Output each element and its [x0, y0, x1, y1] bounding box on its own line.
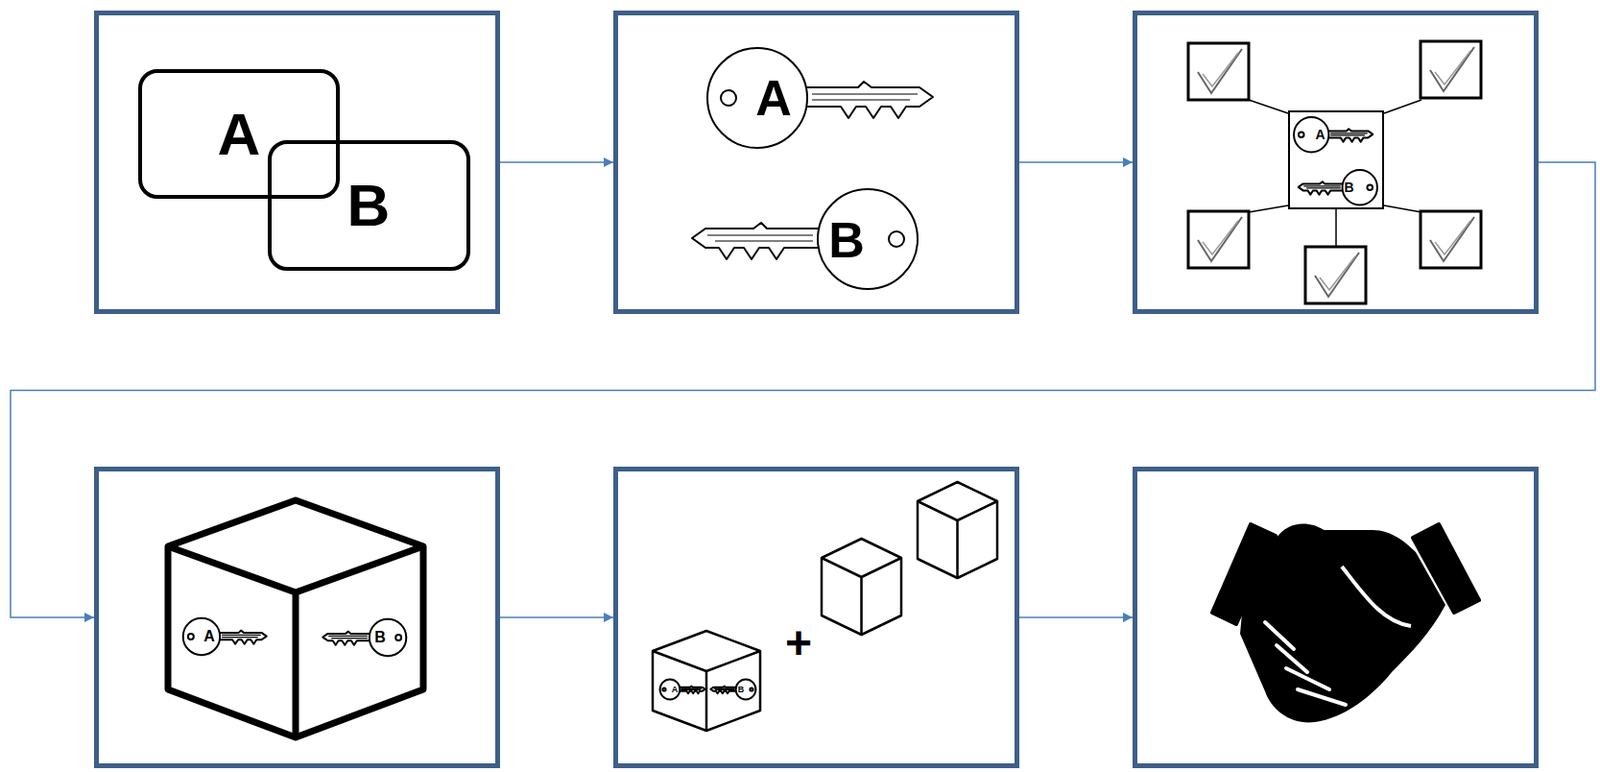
step-panel: AB [613, 466, 1020, 768]
flow-arrow [500, 616, 614, 619]
flow-arrow [1019, 161, 1133, 164]
key-a [660, 679, 706, 700]
checkbox [1420, 41, 1481, 98]
key-letter: A [203, 628, 215, 645]
flow-arrow [10, 162, 1596, 618]
ledger-box: AB [1288, 110, 1385, 210]
key-letter: A [1314, 127, 1325, 142]
key-a [183, 618, 267, 655]
block-cube [167, 500, 424, 738]
key-letter: B [374, 629, 386, 645]
flow-arrow [1019, 616, 1133, 619]
key-letter: B [738, 685, 745, 694]
ledger-ground [1289, 111, 1384, 209]
key-b [692, 189, 918, 289]
set-box: A [138, 69, 340, 199]
key-letter: B [347, 175, 391, 236]
step-panel [1132, 466, 1539, 768]
key-a [1293, 117, 1373, 152]
checkbox [1188, 43, 1249, 100]
key-letter: B [1343, 180, 1354, 194]
block-cube [821, 538, 902, 635]
step-panel: AB [94, 10, 501, 314]
step-panel: AB [613, 10, 1020, 314]
checkbox [1305, 246, 1366, 304]
handshake-icon [1212, 523, 1480, 722]
step-panel: AB [1132, 10, 1539, 314]
key-letter: A [217, 104, 262, 165]
checkbox [1188, 211, 1249, 268]
set-box: B [267, 140, 471, 271]
network-lines [1248, 99, 1422, 247]
block-cube [652, 630, 761, 731]
checkbox [1420, 211, 1481, 268]
key-letter: A [671, 685, 679, 694]
key-b [322, 619, 406, 656]
step-panel: AB [94, 466, 501, 768]
flow-arrow [500, 161, 614, 164]
block-cube [917, 481, 998, 578]
key-b [1298, 169, 1378, 205]
key-letter: A [755, 72, 792, 123]
key-b [710, 679, 756, 700]
plus-sign: + [785, 620, 812, 667]
key-a [707, 47, 933, 148]
key-letter: B [828, 214, 865, 265]
